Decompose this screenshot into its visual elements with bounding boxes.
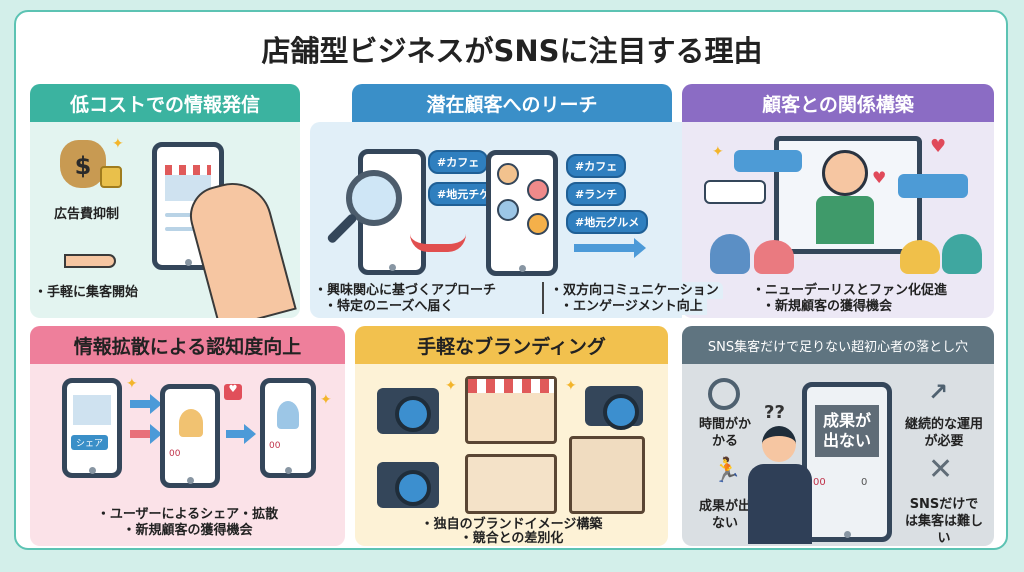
- divider: [542, 282, 544, 314]
- phone-right: [486, 150, 558, 276]
- staff-photo: [569, 436, 645, 514]
- runner-icon: 🏃: [712, 456, 742, 484]
- question-marks: ??: [764, 402, 785, 423]
- customer: [710, 234, 750, 274]
- pitfall-no-results: 成果が出ない: [698, 499, 751, 531]
- hand-icon: [64, 254, 116, 268]
- label-easy-start: ・手軽に集客開始: [34, 285, 139, 300]
- image-icon: [73, 395, 111, 425]
- panel-pitfalls: SNS集客だけで足りない超初心者の落とし穴 時間がかかる 🏃 成果が出ない 成果…: [682, 326, 994, 546]
- panel-awareness: 情報拡散による認知度向上 シェア 00 ♥ 00 ✦ ✦ ・ユーザーによるシェア…: [30, 326, 345, 546]
- phone-spread: 00: [260, 378, 316, 478]
- panel-title: 情報拡散による認知度向上: [30, 326, 345, 364]
- customer: [942, 234, 982, 274]
- panel-title: 低コストでの情報発信: [30, 84, 300, 122]
- curved-arrow-icon: [410, 234, 466, 252]
- bullet: ・新規顧客の獲得機会: [762, 299, 893, 314]
- chat-bubble: [734, 150, 802, 172]
- heart-icon: ♥: [930, 136, 947, 157]
- panel-branding: 手軽なブランディング ✦ ✦ ・独自のブランドイメージ構築 ・競合との差別化: [355, 326, 668, 546]
- panel-title: 手軽なブランディング: [355, 326, 668, 364]
- money-bag-icon: $: [60, 140, 106, 188]
- panel-low-cost: 低コストでの情報発信 $ ✦ 広告費抑制 ・手軽に集客開始: [30, 84, 300, 318]
- page-title: 店舗型ビジネスがSNSに注目する理由: [261, 34, 763, 68]
- customer: [754, 240, 794, 274]
- profile-icon: [179, 409, 203, 437]
- apron: [816, 196, 874, 244]
- hand-holding-phone: [183, 174, 297, 318]
- food-photo: [465, 454, 557, 514]
- chat-bubble: [898, 174, 968, 198]
- bullet: ・ニューデーリスとファン化促進: [752, 283, 948, 298]
- like-count: 00: [269, 441, 281, 451]
- chat-bubble: [704, 180, 766, 204]
- bullet: ・競合との差別化: [459, 531, 564, 546]
- customer: [900, 240, 940, 274]
- sparkle-icon: ✦: [320, 392, 332, 408]
- hashtag: #カフェ: [428, 150, 489, 174]
- sparkle-icon: ✦: [445, 378, 457, 394]
- worried-businessman: [762, 426, 796, 462]
- bullet: ・新規顧客の獲得機会: [122, 523, 253, 538]
- arrow-right-icon: [130, 394, 162, 414]
- like-count: 00: [813, 477, 826, 488]
- shop-photo: [465, 376, 557, 444]
- hashtag: #ランチ: [566, 182, 627, 206]
- pitfall-time: 時間がかかる: [698, 417, 751, 449]
- arrow-right-icon: [574, 238, 646, 258]
- pitfall-continuous: 継続的な運用が必要: [904, 417, 983, 449]
- bullet: ・特定のニーズへ届く: [324, 299, 454, 314]
- label-ad-cost: 広告費抑制: [54, 207, 120, 222]
- cross-icon: ✕: [928, 452, 954, 487]
- panel-reach: 潜在顧客へのリーチ #カフェ #地元チケ #カフェ #ランチ #地元グルメ ・興…: [310, 84, 750, 318]
- panel-title: SNS集客だけで足りない超初心者の落とし穴: [682, 326, 994, 364]
- bullet: ・ユーザーによるシェア・拡散: [96, 507, 279, 522]
- bullet: ・エンゲージメント向上: [560, 298, 707, 315]
- magnifier-icon: [346, 170, 402, 226]
- heart-notification-icon: ♥: [224, 384, 242, 400]
- camera-icon: [377, 388, 439, 434]
- camera-icon: [377, 462, 439, 508]
- panel-title: 顧客との関係構築: [682, 84, 994, 122]
- clock-icon: [708, 378, 740, 410]
- video-camera-icon: [585, 386, 643, 430]
- bullet: ・双方向コミュニケーション: [550, 282, 723, 299]
- sparkle-icon: ✦: [112, 136, 124, 152]
- bullet: ・興味関心に基づくアプローチ: [314, 283, 497, 298]
- share-count: 0: [861, 477, 868, 488]
- hashtag: #カフェ: [566, 154, 627, 178]
- arrow-right-icon: [226, 424, 256, 444]
- cracked-phone: 成果が出ない 00 0: [802, 382, 892, 542]
- sparkle-icon: ✦: [565, 378, 577, 394]
- arrow-right-icon: [130, 424, 162, 444]
- trend-up-icon: ↗: [928, 378, 949, 406]
- share-button[interactable]: シェア: [71, 435, 109, 450]
- screen-message: 成果が出ない: [815, 405, 879, 457]
- sparkle-icon: ✦: [712, 144, 724, 160]
- hashtag: #地元グルメ: [566, 210, 649, 234]
- heart-icon: ♥: [872, 168, 887, 187]
- profile-icon: [277, 401, 299, 429]
- phone-like: 00: [160, 384, 220, 488]
- shop-staff: [822, 150, 868, 196]
- panel-title: 潜在顧客へのリーチ: [352, 84, 672, 122]
- suit: [748, 464, 812, 544]
- sparkle-icon: ✦: [126, 376, 138, 392]
- bullet: ・独自のブランドイメージ構築: [420, 517, 603, 532]
- like-count: 00: [169, 449, 181, 459]
- pitfall-sns-only: SNSだけでは集客は難しい: [904, 497, 983, 546]
- panel-relationship: 顧客との関係構築 ♥ ♥ ✦ ・ニューデーリスとファン化促進 ・新規顧客の獲得機…: [682, 84, 994, 318]
- phone-share: シェア: [62, 378, 122, 478]
- coins-icon: [100, 166, 122, 188]
